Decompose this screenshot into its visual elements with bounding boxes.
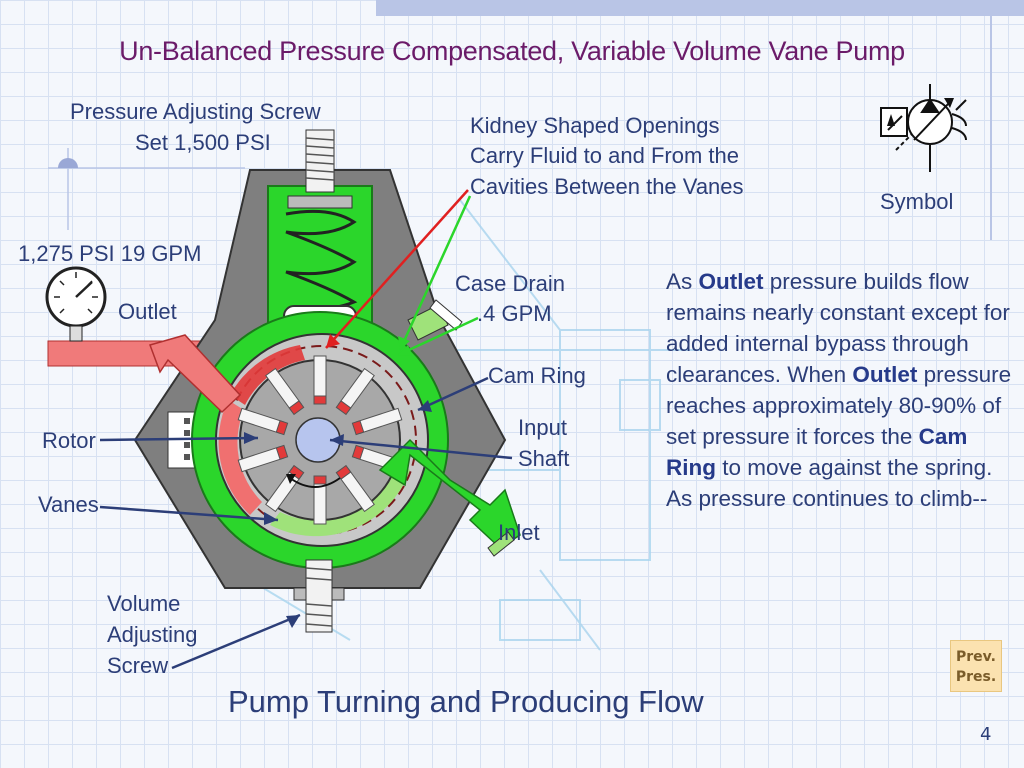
case-drain-fitting (407, 299, 463, 341)
pressure-gauge-icon (45, 266, 107, 342)
pressure-screw-label: Pressure Adjusting Screw (70, 99, 321, 124)
pump-symbol-icon (880, 84, 967, 172)
kidney-pointer-green (398, 195, 472, 351)
outlet-label: Outlet (118, 299, 177, 324)
pressure-screw-setting: Set 1,500 PSI (135, 130, 271, 155)
description-paragraph: As Outlet pressure builds flow remains n… (666, 269, 1012, 511)
crosshair-mark (48, 148, 245, 230)
kidney-label-line1: Kidney Shaped Openings (470, 113, 720, 138)
page-number: 4 (980, 724, 992, 745)
outlet-emphasis-2: Outlet (852, 362, 918, 387)
inlet-label: Inlet (498, 520, 540, 545)
input-shaft-label-line1: Input (518, 415, 567, 440)
case-drain-pointer (397, 316, 479, 357)
kidney-label-line3: Cavities Between the Vanes (470, 174, 744, 199)
vanes-label: Vanes (38, 492, 99, 517)
cam-ring-emphasis: Cam Ring (666, 424, 968, 480)
outlet-flow-arrow (149, 334, 242, 414)
input-shaft-pointer (329, 438, 513, 460)
volume-screw-label-line3: Screw (107, 653, 169, 678)
spring (285, 209, 358, 312)
inlet-flow-arrow (378, 438, 521, 549)
diagram-caption: Pump Turning and Producing Flow (228, 684, 704, 719)
gauge-reading: 1,275 PSI 19 GPM (18, 241, 202, 266)
rotation-arrow (289, 477, 341, 488)
volume-screw-label-line2: Adjusting (107, 622, 198, 647)
pressure-adjusting-screw (287, 129, 353, 209)
top-accent-bar (376, 0, 1024, 16)
outlet-kidney-port-2 (218, 400, 262, 515)
prev-label-line1: Prev. (956, 649, 996, 665)
rotor-label: Rotor (42, 428, 96, 453)
slide-title: Un-Balanced Pressure Compensated, Variab… (119, 36, 905, 66)
cam-ring-label: Cam Ring (488, 363, 586, 388)
prev-label-line2: Pres. (955, 669, 997, 685)
case-drain-label: Case Drain (455, 271, 566, 296)
volume-adjusting-screw (293, 559, 345, 633)
rotor-pointer (99, 436, 259, 442)
vanes (237, 355, 403, 525)
right-accent-line (990, 0, 992, 240)
volume-screw-label-line1: Volume (107, 591, 181, 616)
kidney-pointer-red (325, 189, 469, 349)
inlet-port (487, 531, 515, 557)
case-drain-flow: .4 GPM (477, 301, 552, 326)
outlet-emphasis: Outlet (698, 269, 764, 294)
previous-presentation-button[interactable]: Prev. Pres. (950, 640, 1002, 692)
volume-screw-pointer (171, 613, 301, 670)
vanes-pointer (99, 505, 279, 522)
symbol-label: Symbol (880, 189, 954, 214)
kidney-label-line2: Carry Fluid to and From the (470, 143, 739, 168)
cam-ring-pointer (417, 376, 489, 412)
input-shaft-label-line2: Shaft (518, 446, 570, 471)
